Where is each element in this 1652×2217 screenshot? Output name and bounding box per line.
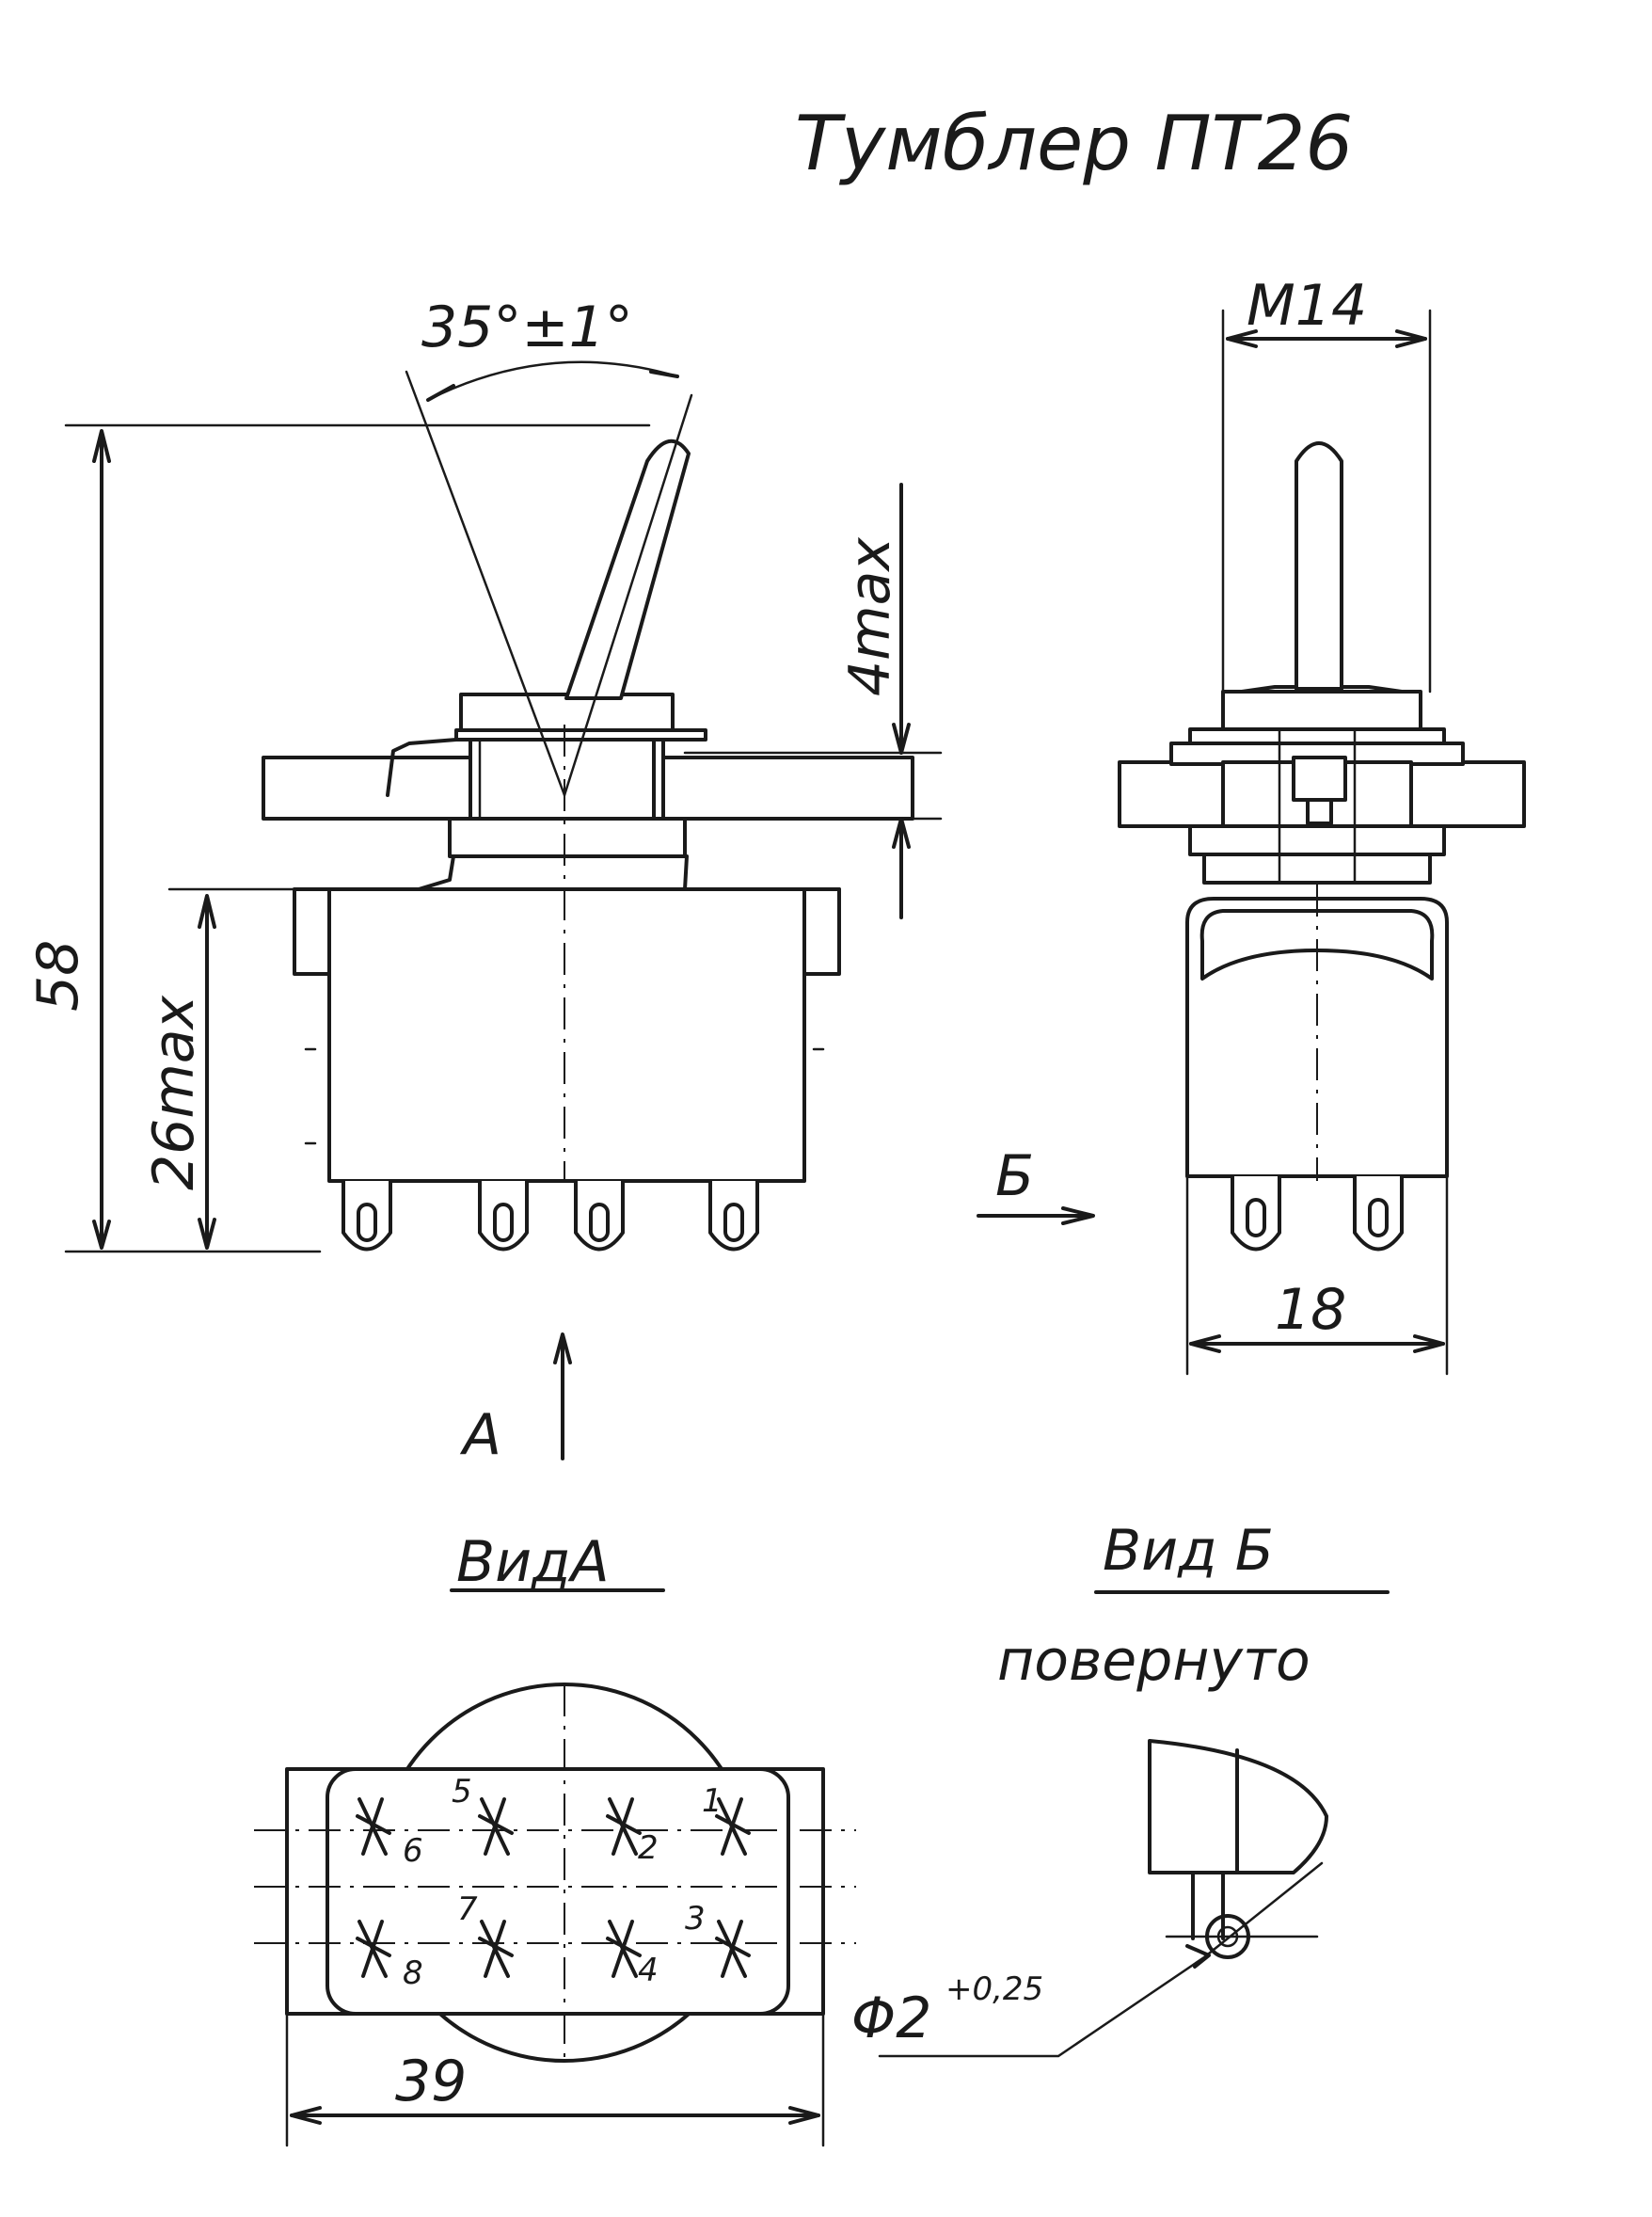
width-side-dimension: 18 xyxy=(1185,1174,1449,1376)
terminal-number: 6 xyxy=(403,1832,423,1870)
terminal-number: 2 xyxy=(638,1829,659,1867)
side-view xyxy=(1118,441,1526,1252)
front-terminals xyxy=(342,1179,759,1252)
thread-dimension: М14 xyxy=(1221,273,1432,694)
side-lever xyxy=(1295,441,1343,691)
terminal-cross xyxy=(715,1797,751,1856)
hole-tolerance-label: +0,25 xyxy=(945,1970,1043,2008)
side-terminals xyxy=(1231,1174,1404,1252)
side-lower-nut xyxy=(1188,824,1446,856)
body-height-label: 26max xyxy=(141,995,207,1190)
stroke-label: 4max xyxy=(837,537,903,696)
angle-dimension: 35°±1° xyxy=(421,295,679,402)
arrow-b-label: Б xyxy=(995,1143,1034,1209)
width-bottom-dimension: 39 xyxy=(285,2012,825,2147)
front-bushing xyxy=(469,738,665,821)
view-a-title: ВидА xyxy=(456,1529,610,1595)
front-lower-nut xyxy=(448,817,687,858)
view-a: ВидА 1 2 3 4 5 6 7 8 xyxy=(254,1529,856,2063)
terminal-cross xyxy=(478,1920,514,1978)
view-b-note: повернуто xyxy=(997,1628,1310,1694)
height-label: 58 xyxy=(25,940,91,1012)
thread-label: М14 xyxy=(1247,273,1367,339)
front-lever xyxy=(564,439,691,700)
terminal-number: 5 xyxy=(452,1773,472,1810)
width-bottom-label: 39 xyxy=(395,2049,467,2114)
front-lock-tab xyxy=(386,738,458,797)
terminal-number: 7 xyxy=(457,1890,478,1928)
terminal-cross xyxy=(606,1920,642,1978)
view-b-leader xyxy=(878,1861,1324,2058)
terminal-number: 1 xyxy=(702,1782,723,1820)
front-terminal xyxy=(478,1179,529,1252)
view-b: Вид Б повернуто Φ2 +0,25 xyxy=(851,1518,1390,2058)
stroke-dimension: 4max xyxy=(683,483,943,919)
front-terminal xyxy=(708,1179,759,1252)
side-clip xyxy=(1199,909,1435,981)
front-housing xyxy=(327,887,806,1183)
hole-label: Φ2 xyxy=(851,1986,931,2051)
terminal-cross xyxy=(356,1920,391,1978)
view-b-title: Вид Б xyxy=(1103,1518,1274,1584)
terminal-number: 8 xyxy=(403,1954,423,1992)
front-flange-right xyxy=(802,887,841,976)
side-terminal xyxy=(1353,1174,1404,1252)
terminal-number: 4 xyxy=(638,1952,659,1989)
side-upper-washer xyxy=(1221,690,1422,731)
front-view xyxy=(262,370,914,1252)
front-terminal xyxy=(574,1179,625,1252)
terminal-number: 3 xyxy=(685,1900,706,1938)
body-height-dimension: 26max xyxy=(141,887,331,1250)
terminal-cross xyxy=(715,1920,751,1978)
arrow-a-label: А xyxy=(459,1402,501,1468)
angle-label: 35°±1° xyxy=(421,295,633,360)
terminal-cross xyxy=(606,1797,642,1856)
terminal-cross xyxy=(478,1797,514,1856)
view-b-housing xyxy=(1148,1739,1328,1874)
drawing-title: Тумблер ПТ26 xyxy=(795,100,1353,187)
front-flange-left xyxy=(293,887,331,976)
terminal-cross xyxy=(356,1797,391,1856)
view-b-arrow: Б xyxy=(977,1143,1095,1225)
side-terminal xyxy=(1231,1174,1281,1252)
front-terminal xyxy=(342,1179,392,1252)
height-dimension: 58 xyxy=(25,423,651,1253)
width-side-label: 18 xyxy=(1275,1277,1346,1343)
view-a-arrow: А xyxy=(459,1332,572,1468)
